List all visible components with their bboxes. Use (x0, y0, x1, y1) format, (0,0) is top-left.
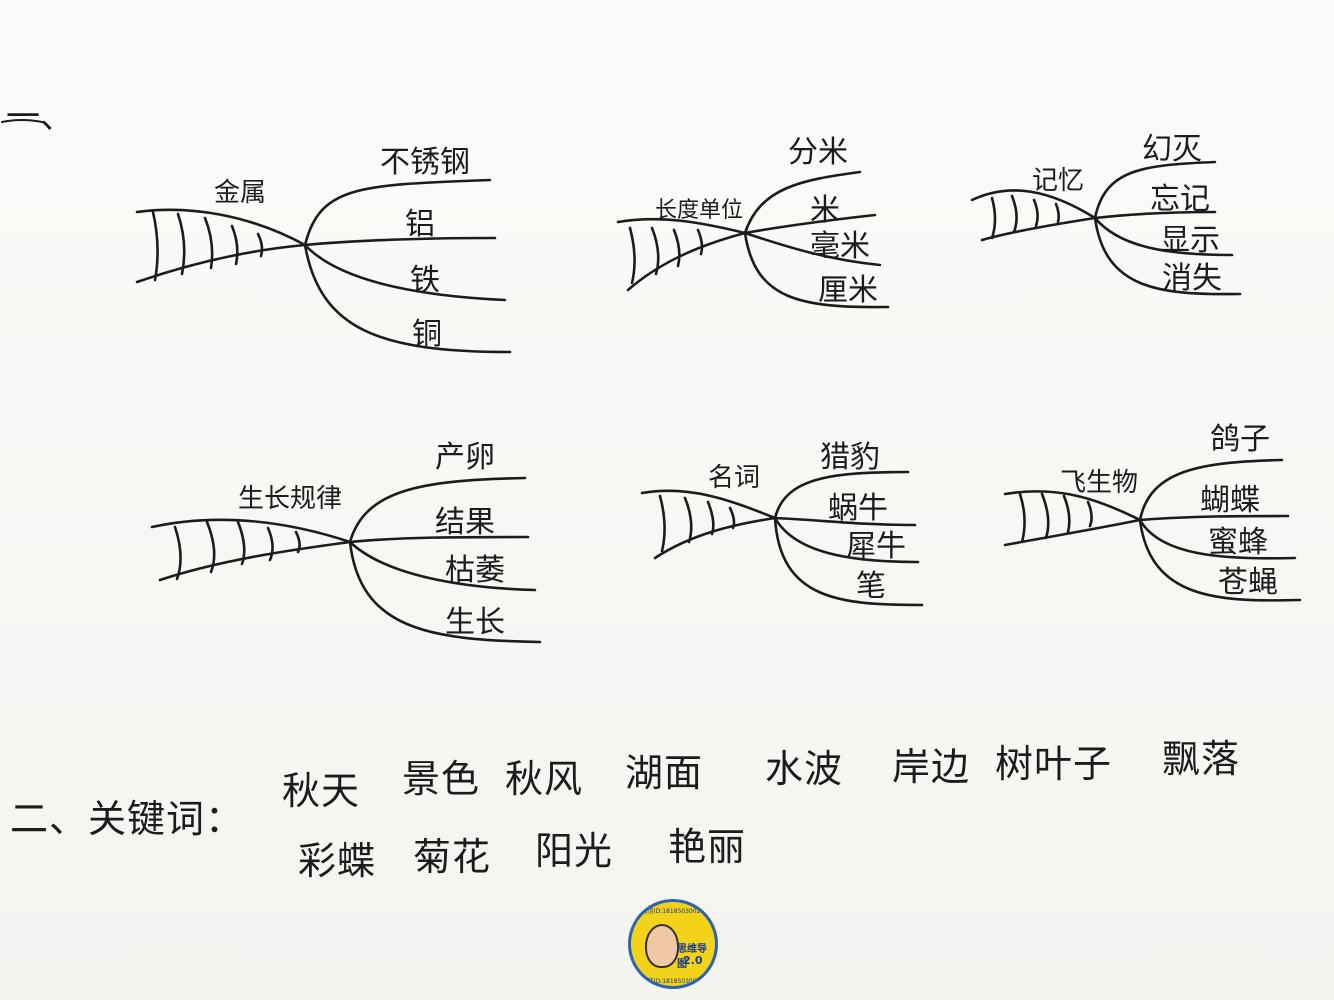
map-1-branch-1: 不锈钢 (380, 145, 470, 180)
mind-map-2 (616, 170, 890, 309)
keyword: 艳丽 (668, 825, 747, 869)
map-3-center-label: 记忆 (1032, 166, 1085, 196)
map-6-branch-2: 蝴蝶 (1200, 483, 1260, 518)
map-2-branch-4: 厘米 (818, 273, 878, 308)
keyword: 彩蝶 (298, 839, 377, 883)
keyword: 景色 (402, 757, 481, 801)
map-1-branch-2: 铝 (405, 207, 435, 242)
watermark-logo: 微信ID:18185030021 思维导图 2.0 微信ID:181850300… (628, 899, 718, 989)
mind-map-5 (640, 470, 924, 607)
map-4-branch-1: 产卵 (435, 440, 495, 475)
keyword: 水波 (765, 747, 844, 791)
map-1-center-label: 金属 (214, 178, 267, 208)
map-2-branch-3: 毫米 (810, 229, 870, 264)
map-6-branch-4: 苍蝇 (1218, 565, 1278, 600)
map-6-branch-3: 蜜蜂 (1208, 525, 1268, 560)
section-two-label: 二、关键词： (10, 797, 245, 841)
map-5-branch-2: 蜗牛 (828, 491, 888, 526)
logo-wechat-text-bottom: 微信ID:18185030021 (641, 978, 705, 985)
keyword: 阳光 (535, 829, 614, 873)
section-one-label: 一、 (6, 97, 74, 137)
keyword: 秋风 (505, 757, 584, 801)
keyword: 秋天 (282, 769, 361, 813)
keyword: 菊花 (413, 835, 492, 879)
logo-wechat-text-top: 微信ID:18185030021 (641, 908, 705, 915)
map-2-branch-2: 米 (810, 193, 840, 228)
map-6-center-label: 飞生物 (1060, 468, 1139, 498)
keyword: 岸边 (892, 745, 971, 789)
map-2-branch-1: 分米 (788, 135, 848, 170)
keyword: 湖面 (625, 751, 704, 795)
mind-map-1 (135, 178, 512, 354)
map-4-branch-2: 结果 (435, 505, 495, 540)
map-3-branch-1: 幻灭 (1142, 132, 1202, 167)
map-4-branch-4: 生长 (445, 605, 505, 640)
keyword: 树叶子 (995, 742, 1113, 786)
map-5-branch-4: 笔 (856, 569, 886, 604)
map-2-center-label: 长度单位 (655, 198, 744, 223)
map-5-center-label: 名词 (708, 463, 761, 493)
map-6-branch-1: 鸽子 (1210, 422, 1270, 457)
mind-map-6 (1003, 458, 1302, 602)
mind-map-4 (150, 476, 542, 644)
map-4-center-label: 生长规律 (238, 484, 343, 514)
map-3-branch-4: 消失 (1162, 261, 1222, 296)
map-4-branch-3: 枯萎 (445, 553, 505, 588)
avatar-icon (645, 924, 679, 968)
logo-version: 2.0 (683, 954, 703, 967)
keyword: 飘落 (1162, 737, 1241, 781)
map-3-branch-2: 忘记 (1150, 182, 1210, 217)
map-1-branch-3: 铁 (410, 263, 440, 298)
map-5-branch-1: 猎豹 (820, 440, 880, 475)
mind-map-3 (970, 160, 1242, 296)
map-5-branch-3: 犀牛 (846, 529, 906, 564)
map-1-branch-4: 铜 (412, 317, 442, 352)
logo-title: 思维导图 (677, 944, 707, 970)
map-3-branch-3: 显示 (1160, 223, 1220, 258)
